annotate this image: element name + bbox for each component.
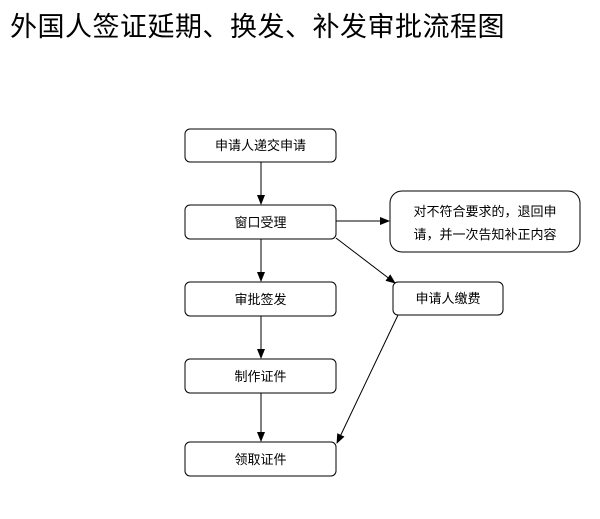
node-produce-certificate: 制作证件 — [184, 358, 337, 394]
node-applicant-pays-fee: 申请人缴费 — [392, 281, 504, 316]
node-applicant-pays-fee-label: 申请人缴费 — [415, 292, 480, 307]
node-submit-application: 申请人递交申请 — [184, 128, 337, 163]
node-collect-certificate-label: 领取证件 — [234, 453, 286, 468]
node-approval-issuance: 审批签发 — [184, 281, 337, 317]
node-return-application: 对不符合要求的，退回申 请，并一次告知补正内容 — [389, 190, 581, 253]
node-approval-issuance-label: 审批签发 — [234, 292, 286, 308]
page-title: 外国人签证延期、换发、补发审批流程图 — [10, 12, 505, 43]
node-window-acceptance: 窗口受理 — [184, 204, 337, 240]
node-collect-certificate: 领取证件 — [184, 441, 337, 477]
node-produce-certificate-label: 制作证件 — [234, 370, 286, 385]
edge-accept-to-fee — [335, 237, 396, 284]
node-return-application-line1: 对不符合要求的，退回申 — [413, 204, 556, 220]
node-submit-application-label: 申请人递交申请 — [215, 138, 306, 154]
edge-fee-to-collect — [336, 314, 399, 444]
node-return-application-line2: 请，并一次告知补正内容 — [413, 227, 556, 243]
node-window-acceptance-label: 窗口受理 — [234, 215, 286, 231]
